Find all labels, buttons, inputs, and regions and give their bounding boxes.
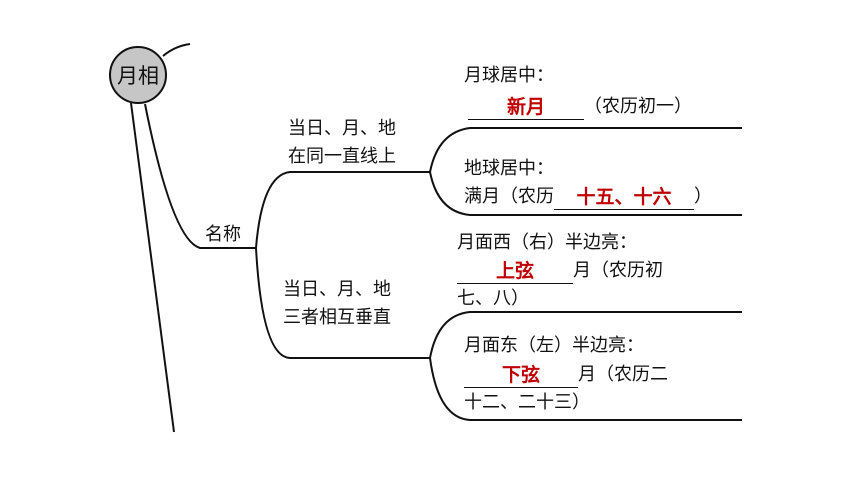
leaf-3-intro: 月面西（右）半边亮：	[457, 232, 637, 253]
leaf-3-blank: 上弦	[457, 259, 573, 284]
leaf-2-before: 满月（农历	[464, 186, 554, 207]
leaf-4-after: 月（农历二	[578, 364, 668, 385]
root-label: 月相	[117, 64, 159, 88]
leaf-2-intro: 地球居中：	[464, 158, 554, 179]
leaf-2-blank: 十五、十六	[554, 185, 694, 210]
leaf-4-blank: 下弦	[464, 363, 578, 388]
group-2-line-1: 当日、月、地	[283, 279, 391, 300]
leaf-4-continuation: 十二、二十三）	[464, 392, 590, 413]
root-node-yuexiang: 月相	[109, 46, 167, 104]
group-1-line-1: 当日、月、地	[288, 118, 396, 139]
branch-label-mingcheng: 名称	[205, 224, 241, 245]
leaf-3-after: 月（农历初	[573, 260, 663, 281]
group-2-line-2: 三者相互垂直	[283, 307, 391, 328]
leaf-2-after: ）	[694, 186, 712, 207]
group-1-line-2: 在同一直线上	[288, 146, 396, 167]
leaf-4-answer: 下弦	[501, 364, 540, 386]
leaf-3-continuation: 七、八）	[457, 288, 529, 309]
leaf-1-intro: 月球居中：	[464, 65, 554, 86]
leaf-4-intro: 月面东（左）半边亮：	[464, 335, 644, 356]
leaf-1-after: （农历初一）	[584, 96, 692, 117]
leaf-1-blank: 新月	[468, 95, 584, 120]
leaf-4-fill: 下弦 月（农历二	[464, 362, 668, 388]
leaf-3-answer: 上弦	[495, 260, 534, 282]
leaf-2-answer: 十五、十六	[576, 186, 672, 208]
leaf-2-fill: 满月（农历 十五、十六 ）	[464, 184, 712, 210]
leaf-3-fill: 上弦 月（农历初	[457, 258, 663, 284]
leaf-1-fill: 新月 （农历初一）	[468, 94, 692, 120]
leaf-1-answer: 新月	[506, 96, 545, 118]
